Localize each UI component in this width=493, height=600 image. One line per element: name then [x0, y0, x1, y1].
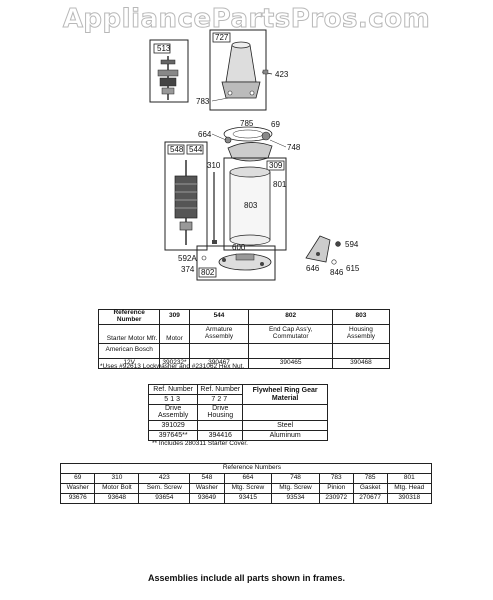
table-row: 230972: [318, 493, 354, 504]
callout-801: 801: [273, 180, 287, 189]
t1-row-name: American Bosch: [97, 342, 161, 359]
t1-head-544: 544: [188, 309, 250, 325]
t3-part-name: Mtg. Screw: [271, 483, 320, 494]
table-row: 93649: [189, 493, 225, 504]
table-row: 93648: [94, 493, 140, 504]
table-row: 391029: [147, 419, 199, 431]
table-row: 394416: [197, 429, 244, 441]
t1-sub-motor: Motor: [159, 323, 190, 344]
callout-846: 846: [330, 268, 344, 277]
t3-ref-number: 310: [94, 473, 140, 484]
t3-part-name: Motor Bolt: [94, 483, 140, 494]
callout-310: 310: [207, 161, 221, 170]
part-846-washer[interactable]: [331, 259, 337, 265]
callout-748: 748: [287, 143, 301, 152]
drive-assembly-table: Ref. Number Ref. Number Flywheel Ring Ge…: [147, 384, 328, 441]
t2-material-header: Flywheel Ring Gear Material: [242, 384, 328, 405]
callout-600: 600: [232, 243, 246, 252]
callout-785: 785: [240, 119, 254, 128]
t2-num-727: 727: [197, 394, 244, 405]
callout-594: 594: [345, 240, 359, 249]
t3-part-name: Pinion: [318, 483, 354, 494]
part-309-motor[interactable]: [223, 157, 287, 251]
table-row: 93534: [271, 493, 320, 504]
t2-ref-label-1: Ref. Number: [147, 384, 199, 395]
callout-544: 544: [189, 145, 203, 154]
table-row: 93654: [138, 493, 191, 504]
part-803-housing-assembly[interactable]: [229, 166, 271, 246]
table-row: Steel: [242, 419, 328, 431]
part-594-nut[interactable]: [335, 241, 341, 247]
callout-802: 802: [201, 268, 215, 277]
table-row: Aluminum: [242, 429, 328, 441]
starter-motor-table: Reference Number 309 544 802 803 Starter…: [97, 309, 391, 369]
table-row: 390318: [386, 493, 433, 504]
t1-sub-armature: Armature Assembly: [188, 323, 250, 344]
callout-727: 727: [215, 33, 229, 42]
t3-part-name: Sem. Screw: [138, 483, 191, 494]
callout-513: 513: [157, 44, 171, 53]
t1-head-ref: Reference Number: [97, 309, 161, 325]
t2-desc-drive-housing: Drive Housing: [197, 404, 244, 421]
table2-footnote: ** Includes 280311 Starter Cover.: [152, 440, 248, 447]
t3-title: Reference Numbers: [60, 463, 432, 474]
t3-part-name: Washer: [189, 483, 225, 494]
t3-part-name: Washer: [59, 483, 96, 494]
table-row: 93415: [223, 493, 273, 504]
callout-615: 615: [346, 264, 360, 273]
table-row: 93676: [59, 493, 96, 504]
t2-ref-label-2: Ref. Number: [197, 384, 244, 395]
t3-ref-number: 801: [386, 473, 433, 484]
t3-ref-number: 783: [318, 473, 354, 484]
callout-548: 548: [170, 145, 184, 154]
table-row: 397645**: [147, 429, 199, 441]
t3-part-name: Mtg. Head: [386, 483, 433, 494]
part-513-drive-assembly[interactable]: [149, 39, 189, 103]
footer-note: Assemblies include all parts shown in fr…: [147, 573, 346, 583]
t3-ref-number: 664: [223, 473, 273, 484]
table-row: [197, 419, 244, 431]
table-row: 270677: [352, 493, 388, 504]
callout-646: 646: [306, 264, 320, 273]
callout-309: 309: [269, 161, 283, 170]
table-row: 390468: [331, 357, 391, 369]
t2-num-513: 513: [147, 394, 199, 405]
t3-ref-number: 785: [352, 473, 388, 484]
t3-ref-number: 69: [59, 473, 96, 484]
part-802-end-cap-commutator[interactable]: [196, 245, 276, 281]
callout-423: 423: [275, 70, 289, 79]
part-544-armature-assembly[interactable]: [164, 141, 208, 251]
callout-69: 69: [271, 120, 280, 129]
t1-head-309: 309: [159, 309, 190, 325]
t3-ref-number: 548: [189, 473, 225, 484]
part-594-bracket[interactable]: [305, 235, 331, 263]
part-727-drive-housing[interactable]: [209, 29, 273, 111]
t3-part-name: Gasket: [352, 483, 388, 494]
callout-783: 783: [196, 97, 210, 106]
t3-ref-number: 423: [138, 473, 191, 484]
part-801-mounting-head[interactable]: [224, 131, 273, 162]
t1-head-803: 803: [331, 309, 391, 325]
t1-sub-housing: Housing Assembly: [331, 323, 391, 344]
table-row: 390465: [248, 357, 333, 369]
t3-part-name: Mtg. Screw: [223, 483, 273, 494]
t2-desc-drive-assembly: Drive Assembly: [147, 404, 199, 421]
t1-head-802: 802: [248, 309, 333, 325]
callout-592a: 592A: [178, 254, 197, 263]
t1-sub-endcap: End Cap Ass'y, Commutator: [248, 323, 333, 344]
callout-664: 664: [198, 130, 212, 139]
callout-374: 374: [181, 265, 195, 274]
t3-ref-number: 748: [271, 473, 320, 484]
watermark: AppliancePartsPros.com: [62, 4, 431, 35]
part-310-motor-bolt[interactable]: [212, 172, 217, 244]
table-row: 390232*: [159, 357, 190, 369]
table1-footnote: *Uses #92613 Lockwasher and #231062 Hex …: [100, 363, 245, 370]
t1-sub-mfr: Starter Motor Mfr.: [97, 323, 161, 344]
callout-803: 803: [244, 201, 258, 210]
